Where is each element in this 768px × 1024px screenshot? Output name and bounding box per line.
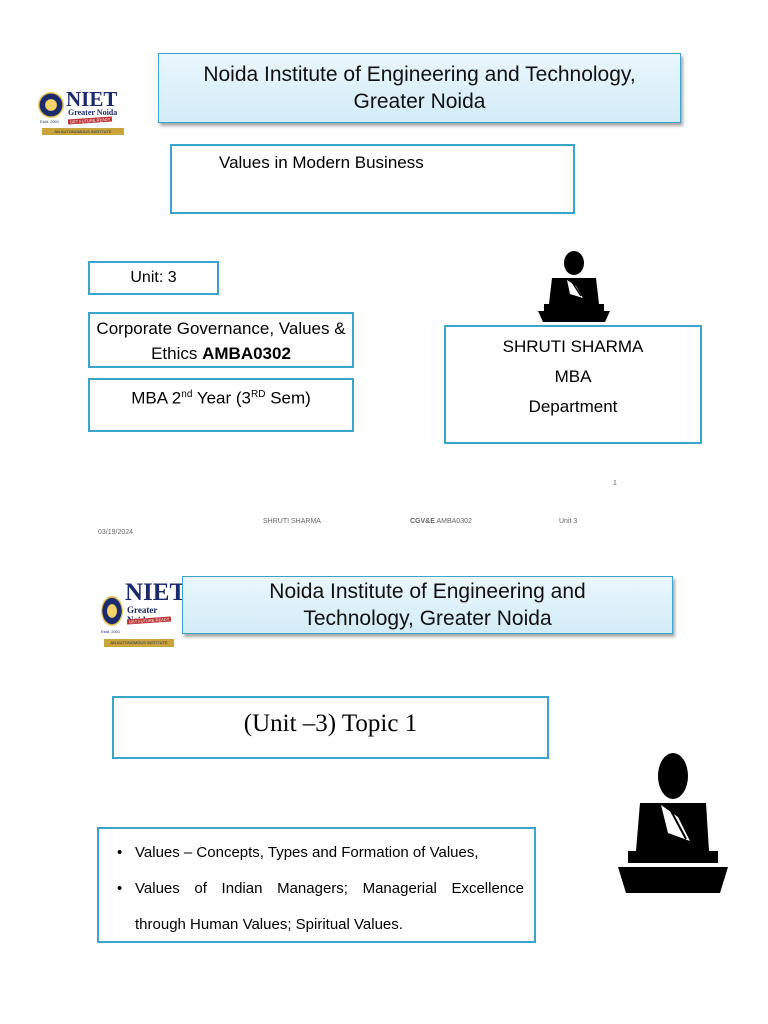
subject-box: Corporate Governance, Values & Ethics AM…	[88, 312, 354, 368]
course-title: Values in Modern Business	[219, 153, 424, 172]
subject-name: Corporate Governance, Values & Ethics	[96, 319, 346, 363]
niet-logo: NIET Greater Noida GET FUTURE READY Estd…	[99, 580, 186, 648]
institute-title: Noida Institute of Engineering and Techn…	[269, 580, 586, 630]
subject-code: AMBA0302	[202, 344, 291, 363]
list-item: Values of Indian Managers; Managerial Ex…	[117, 871, 524, 943]
slide-1: NIET Greater Noida GET FUTURE READY Estd…	[38, 53, 702, 536]
year-text-b: Year (3	[192, 388, 252, 408]
logo-year: Estd. 2001	[40, 119, 60, 124]
year-sup-b: RD	[251, 389, 266, 400]
logo-emblem-icon	[38, 92, 64, 118]
unit-label: Unit: 3	[130, 269, 177, 286]
logo-brand: NIET	[66, 87, 118, 111]
logo-brand: NIET	[125, 579, 187, 606]
topic-title: (Unit –3) Topic 1	[243, 710, 418, 737]
faculty-box: SHRUTI SHARMA MBA Department	[444, 325, 702, 444]
year-text-c: Sem)	[265, 388, 311, 408]
topic-bullet-list: Values – Concepts, Types and Formation o…	[109, 835, 524, 943]
topic-bullets-box: Values – Concepts, Types and Formation o…	[97, 827, 536, 943]
slide-2: NIET Greater Noida GET FUTURE READY Estd…	[0, 545, 768, 1024]
topic-box: (Unit –3) Topic 1	[112, 696, 549, 759]
footer-author: SHRUTI SHARMA	[263, 518, 321, 525]
logo-tagline: AN AUTONOMOUS INSTITUTE	[42, 128, 124, 135]
footer-course-code: AMBA0302	[436, 518, 472, 525]
logo-tagline: AN AUTONOMOUS INSTITUTE	[104, 639, 174, 647]
logo-sub: Greater Noida	[68, 108, 118, 117]
logo-emblem-icon	[101, 596, 123, 626]
footer-course: CGV&E AMBA0302	[410, 518, 472, 525]
institute-title-box: Noida Institute of Engineering and Techn…	[158, 53, 681, 123]
unit-box: Unit: 3	[88, 261, 219, 295]
year-sup-a: nd	[181, 389, 193, 400]
speaker-podium-icon	[618, 753, 728, 893]
list-item: Values – Concepts, Types and Formation o…	[117, 835, 524, 871]
institute-title-box: Noida Institute of Engineering and Techn…	[182, 576, 673, 634]
niet-logo: NIET Greater Noida GET FUTURE READY Estd…	[38, 88, 126, 138]
faculty-name: SHRUTI SHARMA	[502, 337, 644, 356]
institute-title: Noida Institute of Engineering and Techn…	[203, 63, 636, 113]
year-box: MBA 2nd Year (3RD Sem)	[88, 378, 354, 432]
year-text-a: MBA 2	[131, 388, 182, 408]
course-title-box: Values in Modern Business	[170, 144, 575, 214]
speaker-podium-icon	[538, 251, 610, 322]
logo-year: Estd. 2001	[101, 629, 121, 634]
page-number: 1	[613, 480, 617, 487]
footer-unit: Unit 3	[559, 518, 578, 525]
logo-badge: GET FUTURE READY	[67, 116, 113, 125]
footer-date: 03/19/2024	[98, 529, 134, 536]
faculty-degree: MBA	[554, 367, 592, 386]
faculty-department: Department	[528, 397, 618, 416]
footer-course-bold: CGV&E	[410, 518, 435, 525]
